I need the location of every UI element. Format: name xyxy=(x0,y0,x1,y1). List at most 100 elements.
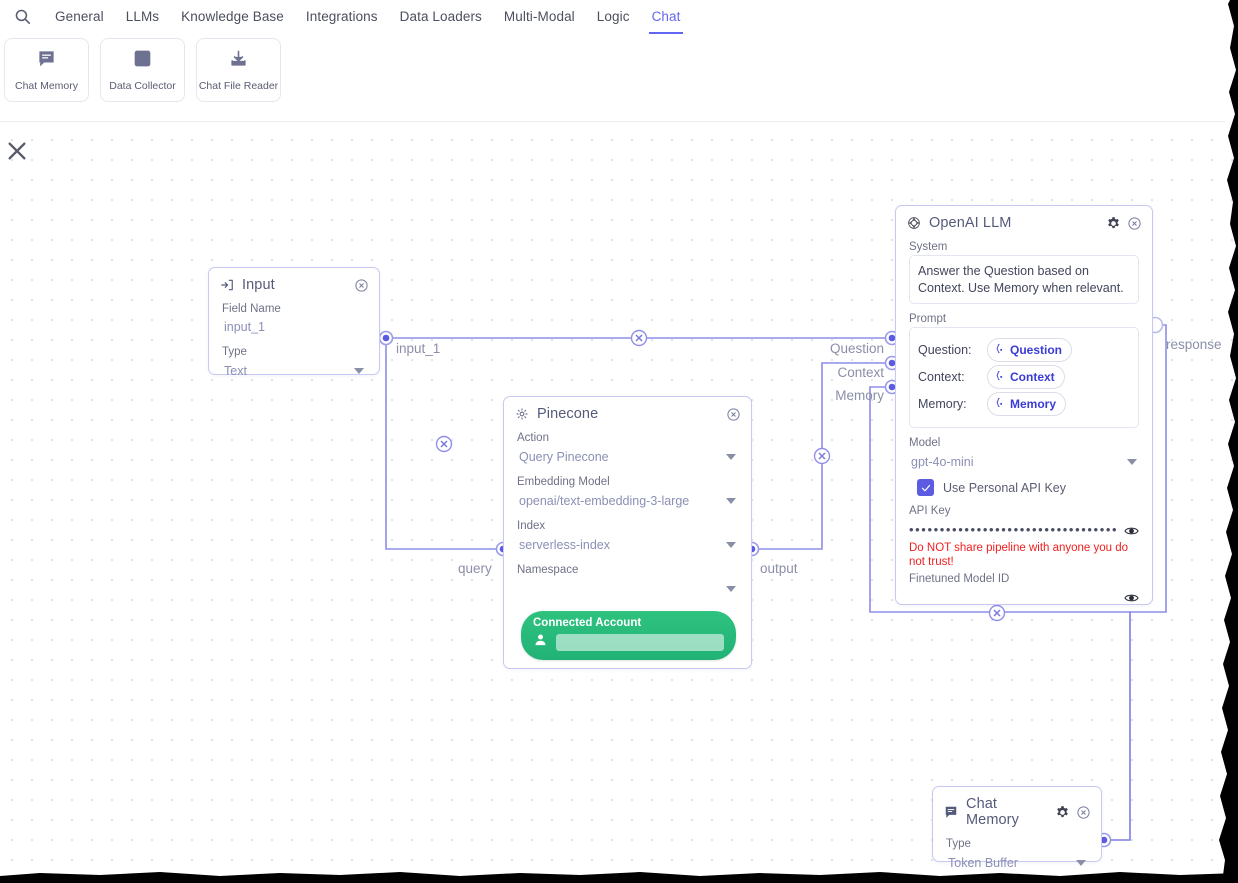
chip-label: Memory xyxy=(1010,397,1057,411)
gear-icon[interactable] xyxy=(1106,216,1121,231)
prompt-key: Memory: xyxy=(918,397,967,411)
download-icon xyxy=(229,49,248,73)
prompt-row: Memory: Memory xyxy=(918,392,1130,416)
torn-edge-bottom xyxy=(0,872,1238,883)
close-icon[interactable] xyxy=(726,407,741,422)
field-label: Namespace xyxy=(517,564,579,576)
chevron-down-icon xyxy=(1076,859,1086,866)
toolbar-divider xyxy=(0,121,1225,122)
chevron-down-icon xyxy=(726,585,736,592)
pinecone-gear-icon xyxy=(515,407,530,422)
tab-integrations[interactable]: Integrations xyxy=(305,8,378,24)
node-chat-memory[interactable]: Chat Memory Type Token Buffer xyxy=(932,786,1102,870)
connected-account-badge[interactable]: Connected Account xyxy=(521,611,736,660)
node-pinecone[interactable]: Pinecone Action Query Pinecone Embedding… xyxy=(503,396,752,669)
node-title: Input xyxy=(242,277,275,293)
index-select[interactable]: serverless-index xyxy=(517,534,738,555)
palette-item-data-collector[interactable]: Data Collector xyxy=(100,38,185,102)
category-tab-bar: General LLMs Knowledge Base Integrations… xyxy=(0,0,692,34)
prompt-editor[interactable]: Question: Question Context: xyxy=(909,327,1139,428)
prompt-label: Prompt xyxy=(909,313,947,325)
gear-icon[interactable] xyxy=(1055,805,1070,820)
node-body: System Answer the Question based on Cont… xyxy=(896,233,1152,615)
tab-llms[interactable]: LLMs xyxy=(125,8,160,24)
tab-data-loaders[interactable]: Data Loaders xyxy=(399,8,482,24)
node-title: Chat Memory xyxy=(966,796,1019,828)
eye-icon[interactable] xyxy=(1124,591,1139,603)
select-value: openai/text-embedding-3-large xyxy=(519,493,690,508)
palette-item-chat-file-reader[interactable]: Chat File Reader xyxy=(196,38,281,102)
tab-general[interactable]: General xyxy=(55,8,104,24)
type-select[interactable]: Text xyxy=(222,360,366,381)
field-label: Field Name xyxy=(222,303,281,315)
field-label: Action xyxy=(517,432,549,444)
chat-bubble-icon xyxy=(944,805,959,820)
select-value: Query Pinecone xyxy=(519,449,609,464)
chevron-down-icon xyxy=(726,497,736,504)
checkbox-label: Use Personal API Key xyxy=(943,480,1066,495)
variable-chip-memory[interactable]: Memory xyxy=(987,392,1067,416)
close-icon[interactable] xyxy=(1076,805,1091,820)
api-key-warning: Do NOT share pipeline with anyone you do… xyxy=(909,542,1129,569)
api-key-input[interactable]: ••••••••••••••••••••••••••••••••••••••••… xyxy=(909,523,1117,537)
model-label: Model xyxy=(909,437,941,449)
node-header: OpenAI LLM xyxy=(896,206,1152,233)
chevron-down-icon xyxy=(1127,458,1137,465)
connected-account-title: Connected Account xyxy=(533,617,642,629)
action-select[interactable]: Query Pinecone xyxy=(517,446,738,467)
chevron-down-icon xyxy=(354,367,364,374)
table-list-icon xyxy=(133,49,152,73)
api-key-label: API Key xyxy=(909,505,951,517)
node-header: Input xyxy=(209,268,379,295)
palette-item-label: Data Collector xyxy=(109,79,176,92)
embedding-model-select[interactable]: openai/text-embedding-3-large xyxy=(517,490,738,511)
close-icon[interactable] xyxy=(354,278,369,293)
finetuned-model-row xyxy=(909,585,1139,603)
select-value: serverless-index xyxy=(519,537,611,552)
node-input[interactable]: Input Field Name input_1 Type Text xyxy=(208,267,380,378)
select-value: gpt-4o-mini xyxy=(911,454,974,469)
namespace-select[interactable] xyxy=(517,578,738,599)
model-select[interactable]: gpt-4o-mini xyxy=(909,451,1139,472)
tab-logic[interactable]: Logic xyxy=(596,8,630,24)
node-header: Pinecone xyxy=(504,397,751,424)
field-label: Type xyxy=(946,838,971,850)
openai-logo-icon xyxy=(907,216,922,231)
chip-label: Context xyxy=(1010,370,1055,384)
eye-icon[interactable] xyxy=(1124,524,1139,536)
prompt-key: Question: xyxy=(918,343,972,357)
node-body: Action Query Pinecone Embedding Model op… xyxy=(504,424,751,672)
variable-chip-context[interactable]: Context xyxy=(987,365,1065,389)
tab-knowledge-base[interactable]: Knowledge Base xyxy=(181,8,284,24)
palette-item-chat-memory[interactable]: Chat Memory xyxy=(4,38,89,102)
top-toolbar: General LLMs Knowledge Base Integrations… xyxy=(0,0,1238,122)
search-icon[interactable] xyxy=(0,0,44,32)
prompt-row: Context: Context xyxy=(918,365,1130,389)
node-header: Chat Memory xyxy=(933,787,1101,830)
close-icon[interactable] xyxy=(6,140,28,162)
memory-type-select[interactable]: Token Buffer xyxy=(946,852,1088,873)
tab-multi-modal[interactable]: Multi-Modal xyxy=(503,8,575,24)
prompt-row: Question: Question xyxy=(918,338,1130,362)
system-prompt-textarea[interactable]: Answer the Question based on Context. Us… xyxy=(909,255,1139,304)
api-key-row: ••••••••••••••••••••••••••••••••••••••••… xyxy=(909,519,1139,537)
node-body: Type Token Buffer xyxy=(933,830,1101,883)
prompt-key: Context: xyxy=(918,370,965,384)
chevron-down-icon xyxy=(726,453,736,460)
finetuned-model-label: Finetuned Model ID xyxy=(909,572,1010,585)
use-personal-api-key-row[interactable]: Use Personal API Key xyxy=(917,479,1139,496)
field-label: Index xyxy=(517,520,546,532)
field-label: Embedding Model xyxy=(517,476,610,488)
use-personal-api-key-checkbox[interactable] xyxy=(917,479,934,496)
tab-chat[interactable]: Chat xyxy=(641,0,692,34)
node-body: Field Name input_1 Type Text xyxy=(209,295,379,393)
node-openai-llm[interactable]: OpenAI LLM System Answer the Question ba… xyxy=(895,205,1153,605)
close-icon[interactable] xyxy=(1127,216,1142,231)
system-label: System xyxy=(909,241,948,253)
field-name-input[interactable]: input_1 xyxy=(224,320,266,334)
variable-braces-icon xyxy=(995,395,1006,413)
input-arrow-icon xyxy=(220,278,235,293)
variable-chip-question[interactable]: Question xyxy=(987,338,1073,362)
select-value: Token Buffer xyxy=(948,855,1018,870)
